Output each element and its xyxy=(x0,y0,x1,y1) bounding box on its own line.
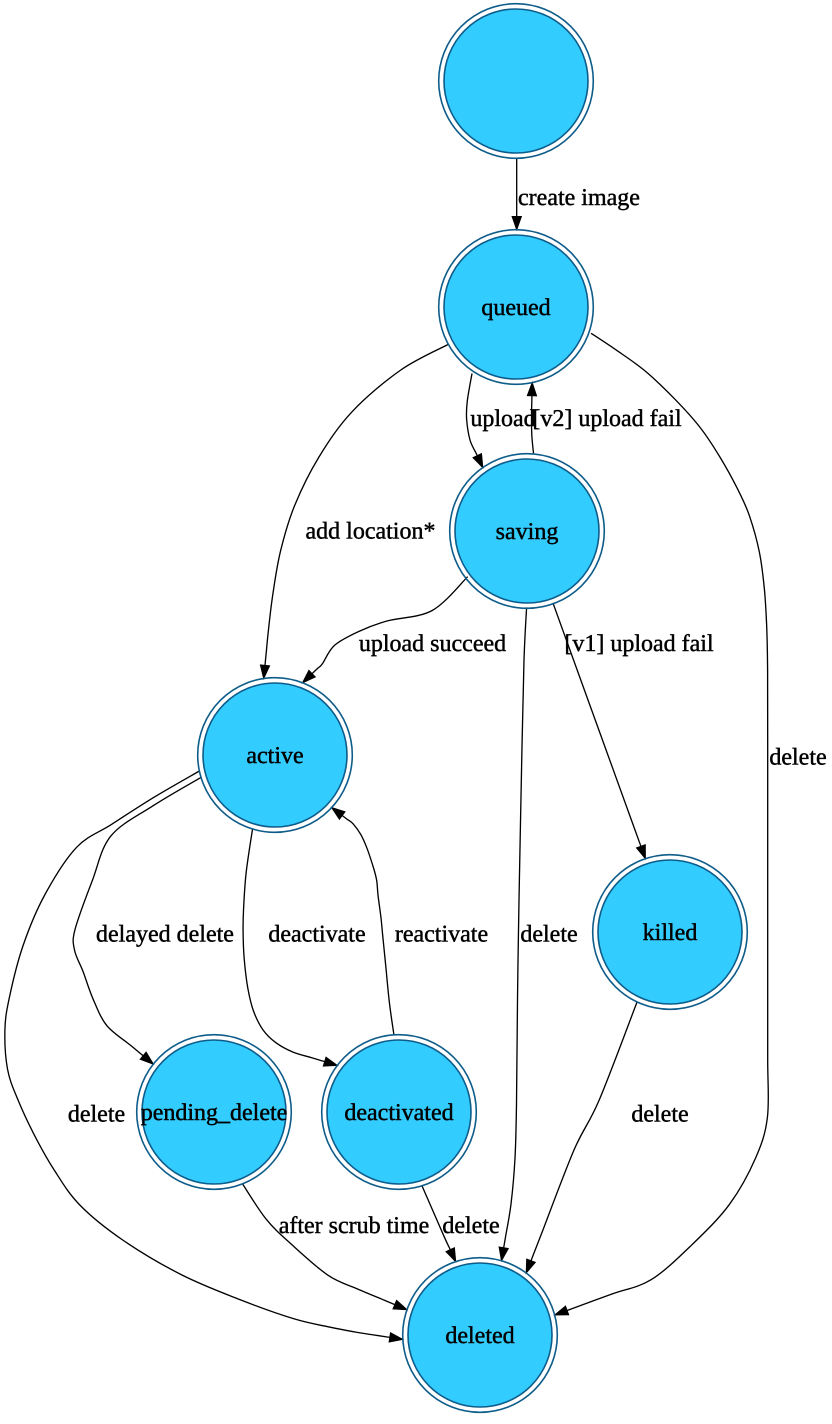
svg-text:delete: delete xyxy=(631,1102,688,1128)
svg-text:delete: delete xyxy=(769,745,826,771)
svg-text:saving: saving xyxy=(496,519,559,545)
svg-text:pending_delete: pending_delete xyxy=(141,1100,288,1126)
svg-text:delete: delete xyxy=(68,1102,125,1128)
svg-text:queued: queued xyxy=(481,295,550,321)
svg-text:killed: killed xyxy=(643,920,698,946)
svg-text:add location*: add location* xyxy=(306,519,436,545)
svg-text:delayed delete: delayed delete xyxy=(96,922,234,948)
svg-text:[v2] upload fail: [v2] upload fail xyxy=(532,406,682,432)
svg-text:upload succeed: upload succeed xyxy=(359,631,506,657)
svg-text:delete: delete xyxy=(520,922,577,948)
svg-text:create image: create image xyxy=(518,185,640,211)
svg-text:upload: upload xyxy=(470,406,535,432)
svg-text:deactivate: deactivate xyxy=(268,922,365,948)
svg-text:after scrub time: after scrub time xyxy=(279,1213,430,1239)
svg-text:deleted: deleted xyxy=(445,1323,514,1349)
svg-text:[v1] upload fail: [v1] upload fail xyxy=(564,631,714,657)
svg-text:active: active xyxy=(246,743,303,769)
svg-text:delete: delete xyxy=(442,1213,499,1239)
svg-text:reactivate: reactivate xyxy=(395,922,488,948)
svg-text:deactivated: deactivated xyxy=(344,1100,453,1126)
